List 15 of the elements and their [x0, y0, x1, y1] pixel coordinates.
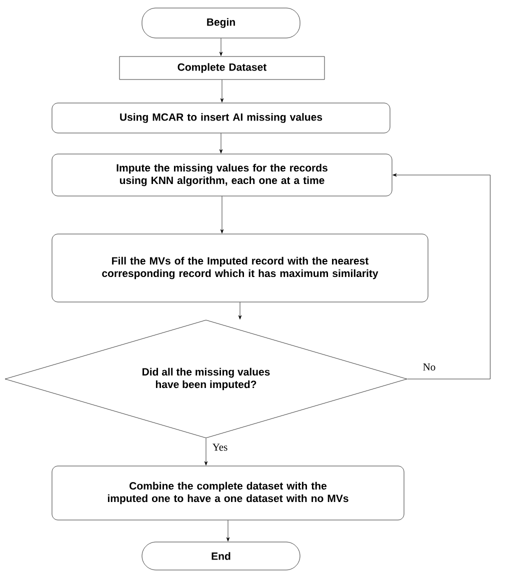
process-box: Fill the MVs of the Imputed record with the nearest corresponding record which it has maximum similarity — [52, 234, 428, 302]
process-box: Combine the complete dataset with the imputed one to have a one dataset with no MVs — [52, 466, 404, 520]
arrow — [219, 133, 223, 154]
arrow — [226, 520, 230, 542]
arrow — [392, 173, 490, 380]
process-box: Impute the missing values for the records using KNN algorithm, each one at a time — [52, 154, 392, 196]
arrow — [220, 80, 224, 102]
arrow — [204, 438, 208, 466]
edge-label: No — [422, 362, 437, 372]
edge-label: Yes — [211, 442, 229, 452]
arrow — [220, 196, 224, 234]
arrow — [238, 302, 242, 320]
arrow — [219, 38, 223, 56]
process-box: Complete Dataset — [119, 56, 325, 80]
process-box: Using MCAR to insert AI missing values — [52, 102, 390, 134]
